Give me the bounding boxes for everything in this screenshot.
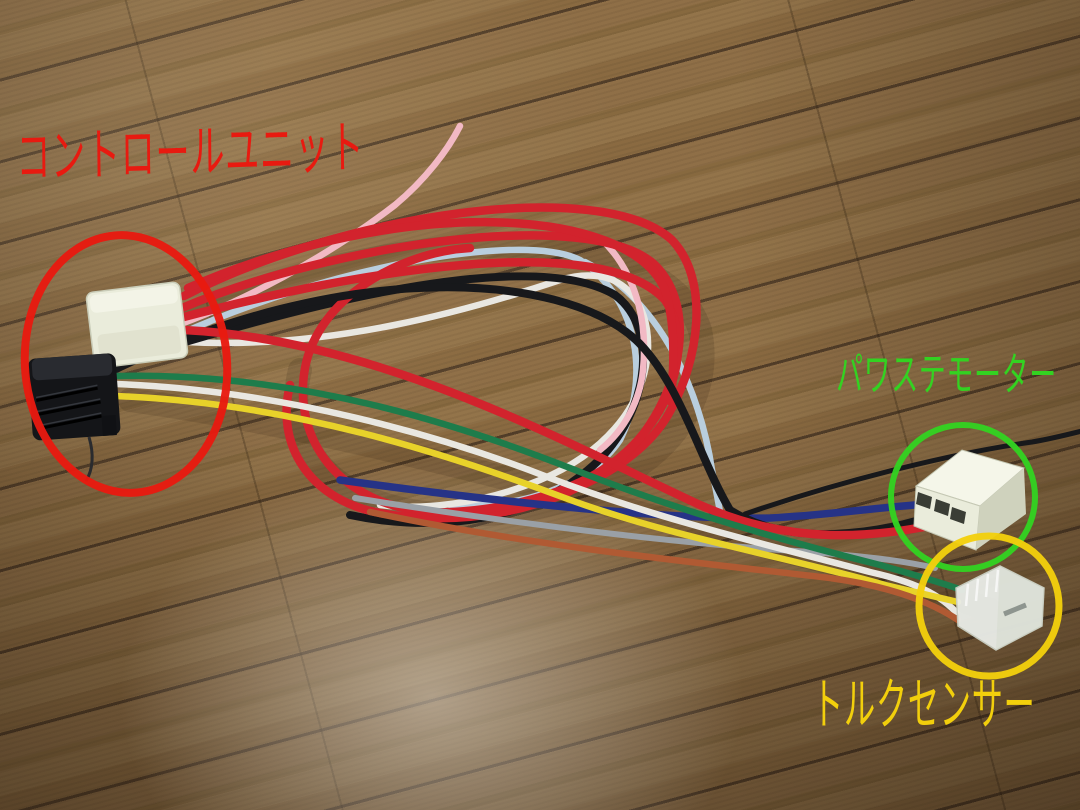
wire-yellow-to-sensor [110,392,962,606]
connector-power-steering-motor [913,449,1026,551]
annotation-circles [20,231,1063,680]
connector-shading [97,325,182,363]
annotation-circle-power-steering-motor [888,422,1038,572]
connector-slot-3 [950,507,966,524]
connector-highlight [89,285,178,313]
wire-thin-black-top-right [742,428,1080,517]
wire-brown-to-sensor [366,508,962,624]
wires [110,122,1080,624]
connector-rib-highlights [35,384,102,427]
wire-red-to-motor [179,325,963,540]
wire-green-to-sensor [112,372,966,594]
wire-red-end [183,218,678,407]
annotation-circle-torque-sensor [915,532,1063,680]
connector-tab [101,415,117,436]
wire-red-loop-3 [175,257,683,517]
connector-top-face [31,353,113,381]
connector-right-face [976,468,1026,550]
annotation-label-torque-sensor: トルクセンサー [812,673,1036,738]
connector-control-unit-white [85,281,189,369]
annotation-circle-control-unit [20,231,232,497]
connector-ridges [964,569,1000,607]
wire-pink-drop [596,234,648,454]
annotation-label-control-unit: コントロールユニット [15,114,365,191]
connector-slot-1 [916,492,932,509]
connector-torque-sensor [955,565,1045,651]
wire-white-loop [182,272,652,510]
connector-ribs [36,386,102,430]
annotation-label-power-steering-motor: パワステモーター [836,348,1057,401]
connector-latch [1003,602,1027,617]
connector-control-unit-black [27,353,121,482]
connector-slot-2 [934,499,950,516]
wire-white-to-sensor [112,380,960,616]
